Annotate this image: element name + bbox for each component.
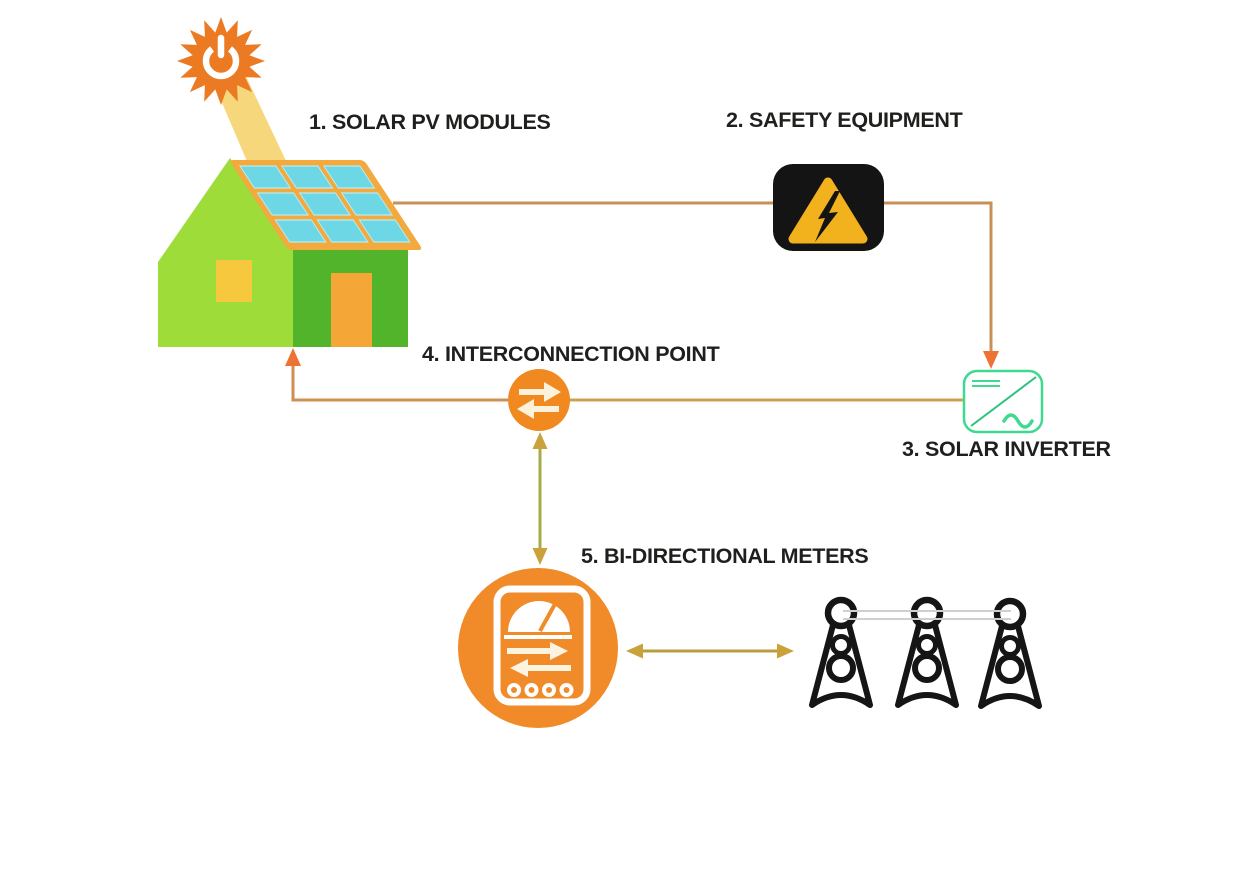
power-icon [202, 42, 240, 80]
meter-arrow-right [507, 642, 568, 660]
label-solar-inverter: 3. SOLAR INVERTER [902, 437, 1111, 461]
ac-sine-wave [1002, 413, 1034, 429]
wire-pv-to-inverter [393, 201, 999, 369]
inverter-box-icon [962, 369, 1044, 434]
transmission-towers-icon [812, 600, 1039, 706]
wire-interconnection-to-house [285, 348, 508, 402]
high-voltage-warning-icon [773, 164, 884, 251]
label-bidirectional-meters: 5. BI-DIRECTIONAL METERS [581, 544, 869, 568]
label-interconnection-point: 4. INTERCONNECTION POINT [422, 342, 720, 366]
analog-meter-icon [458, 568, 618, 728]
lightning-bolt [815, 191, 840, 242]
house-window [216, 260, 252, 302]
power-lines [843, 610, 1011, 620]
bidirectional-arrows-circle-icon [508, 369, 570, 431]
house-door [331, 273, 372, 347]
sun-power-icon [177, 17, 265, 105]
meter-arrow-left [510, 659, 571, 677]
house-with-solar-panels-icon [158, 158, 422, 347]
label-safety-equipment: 2. SAFETY EQUIPMENT [726, 108, 963, 132]
gauge-needle [538, 603, 557, 632]
connector-wires [285, 201, 999, 659]
arrow-right [519, 382, 561, 402]
solar-panel-array [230, 160, 422, 250]
label-solar-pv-modules: 1. SOLAR PV MODULES [309, 110, 551, 134]
arrow-left [517, 399, 559, 419]
